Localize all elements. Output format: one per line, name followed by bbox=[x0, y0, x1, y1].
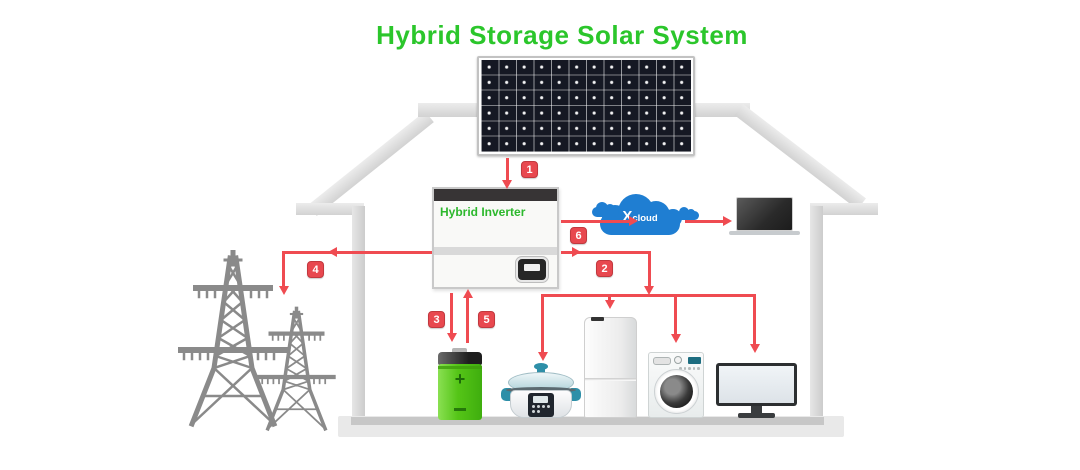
bus-drop-washer bbox=[674, 294, 677, 336]
flow-arrowhead-4-mid bbox=[328, 247, 337, 257]
monitor-frame bbox=[716, 363, 797, 406]
solar-cells bbox=[481, 60, 691, 152]
monitor-base bbox=[738, 413, 775, 418]
washing-machine-icon bbox=[648, 352, 704, 418]
cloud-base bbox=[600, 213, 680, 235]
inverter-label: Hybrid Inverter bbox=[440, 205, 526, 219]
flow-badge-4: 4 bbox=[307, 261, 324, 278]
cooker-lid-knob-stem bbox=[537, 367, 545, 374]
battery-minus-sign bbox=[454, 408, 466, 411]
laptop-base bbox=[729, 231, 800, 235]
cooker-lid-knob bbox=[534, 363, 548, 370]
bus-arrowhead-cooker bbox=[538, 352, 548, 361]
flow-line-2 bbox=[561, 251, 651, 254]
fridge-door-seam bbox=[585, 378, 636, 381]
fridge-top-hinge bbox=[591, 317, 604, 321]
cloud-icon: Xcloud bbox=[596, 193, 694, 239]
flow-arrowhead-4 bbox=[279, 286, 289, 295]
flow-line-4 bbox=[282, 251, 432, 254]
loads-bus-line bbox=[541, 294, 756, 297]
page-title: Hybrid Storage Solar System bbox=[376, 20, 748, 50]
house-floor-shadow bbox=[351, 417, 824, 425]
flow-badge-1: 1 bbox=[521, 161, 538, 178]
house-wall-left bbox=[352, 206, 365, 428]
flow-arrowhead-2-mid bbox=[572, 247, 581, 257]
bus-arrowhead-fridge bbox=[605, 300, 615, 309]
battery-cap bbox=[438, 352, 482, 365]
cloud-small-right-icon bbox=[676, 207, 700, 220]
flow-line-1 bbox=[506, 158, 509, 182]
flow-badge-5: 5 bbox=[478, 311, 495, 328]
battery-terminal bbox=[452, 348, 467, 354]
flow-line-cloud-laptop bbox=[685, 220, 725, 223]
inverter-display-icon bbox=[516, 257, 548, 282]
cloud-label-word: cloud bbox=[632, 213, 658, 224]
battery-plus-sign: + bbox=[454, 369, 466, 389]
flow-line-3 bbox=[450, 293, 453, 335]
inverter-top-bar bbox=[434, 189, 557, 201]
washer-dispenser bbox=[653, 357, 671, 365]
cloud-small-left-icon bbox=[592, 202, 620, 217]
flow-arrowhead-2 bbox=[644, 286, 654, 295]
cooker-handle-left bbox=[501, 388, 512, 401]
flow-line-5 bbox=[466, 297, 469, 343]
refrigerator-icon bbox=[584, 317, 637, 418]
cooker-handle-right bbox=[570, 388, 581, 401]
tower-large bbox=[180, 252, 286, 424]
house-wall-right bbox=[810, 206, 823, 428]
flow-arrowhead-5 bbox=[463, 289, 473, 298]
flow-badge-2: 2 bbox=[596, 260, 613, 277]
washer-knob bbox=[674, 356, 682, 364]
cooker-display bbox=[533, 396, 548, 403]
bus-arrowhead-monitor bbox=[750, 344, 760, 353]
inverter-divider bbox=[434, 247, 557, 255]
flow-arrowhead-6 bbox=[629, 216, 638, 226]
cloud-label: Xcloud bbox=[596, 208, 684, 226]
monitor-screen bbox=[719, 366, 794, 403]
house-eave-left bbox=[296, 203, 364, 215]
flow-line-6 bbox=[561, 220, 631, 223]
hybrid-inverter: Hybrid Inverter bbox=[432, 187, 559, 289]
house-roof-right bbox=[734, 104, 866, 210]
flow-arrowhead-cloud-laptop bbox=[723, 216, 732, 226]
inverter-screen bbox=[524, 264, 540, 271]
battery-band bbox=[438, 366, 482, 369]
solar-panel-icon bbox=[477, 56, 695, 156]
house-roof-left bbox=[308, 111, 434, 216]
cooker-control-panel bbox=[528, 393, 554, 417]
cloud-label-x: X bbox=[622, 208, 633, 225]
laptop-screen bbox=[736, 197, 793, 231]
washer-door bbox=[654, 369, 699, 414]
washer-drum bbox=[660, 375, 693, 408]
flow-arrowhead-1 bbox=[502, 180, 512, 189]
bus-arrowhead-washer bbox=[671, 334, 681, 343]
bus-drop-fridge bbox=[608, 294, 611, 302]
washer-buttons bbox=[679, 367, 701, 370]
house-eave-right bbox=[810, 203, 878, 215]
flow-arrowhead-3 bbox=[447, 333, 457, 342]
washer-display bbox=[688, 357, 701, 364]
cooker-buttons bbox=[532, 405, 550, 413]
bus-drop-cooker bbox=[541, 294, 544, 354]
monitor-neck bbox=[751, 406, 762, 414]
flow-badge-3: 3 bbox=[428, 311, 445, 328]
flow-badge-6: 6 bbox=[570, 227, 587, 244]
flow-line-4-drop bbox=[282, 251, 285, 288]
battery-body: + bbox=[438, 364, 482, 420]
bus-drop-monitor bbox=[753, 294, 756, 346]
flow-line-2-drop bbox=[648, 251, 651, 288]
